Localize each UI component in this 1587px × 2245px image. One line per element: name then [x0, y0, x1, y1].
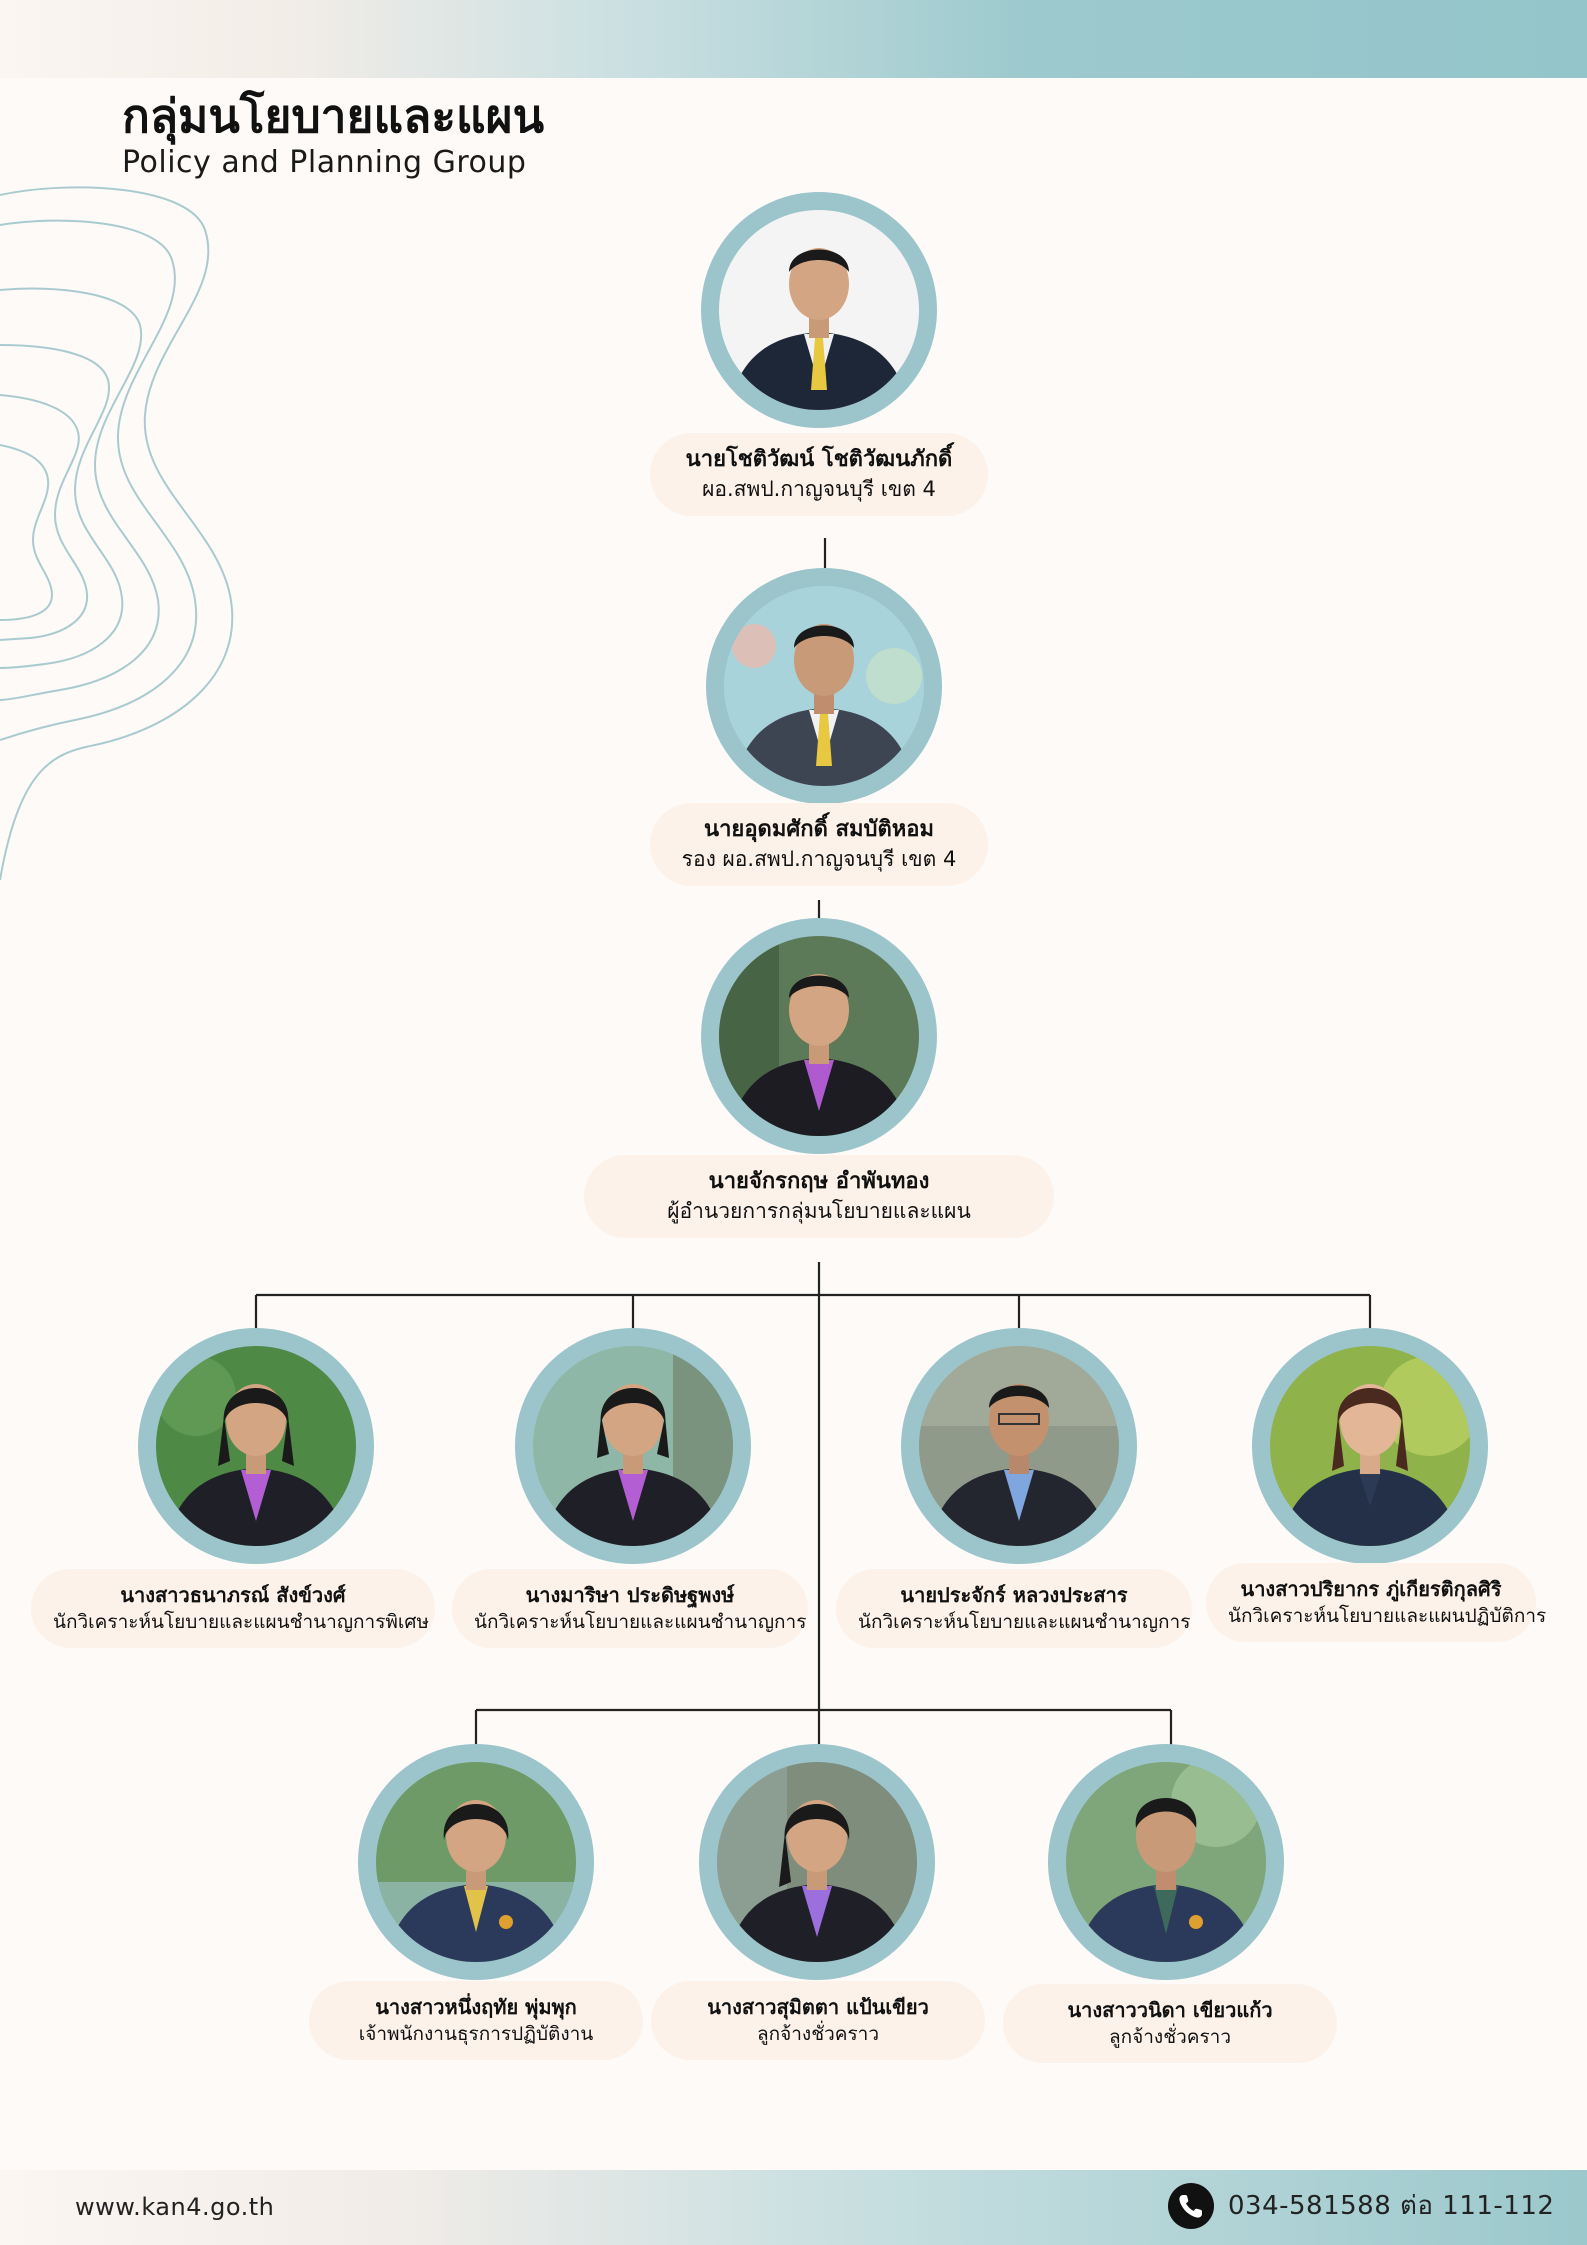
phone-icon	[1168, 2183, 1214, 2229]
portrait-ring	[1252, 1328, 1488, 1564]
person-name: นางสาวปริยากร ภู่เกียรติกุลศิริ	[1240, 1577, 1502, 1601]
person-label-staff-5: นางสาวหนึ่งฤทัย พุ่มพุก เจ้าพนักงานธุรกา…	[309, 1981, 643, 2060]
person-role: รอง ผอ.สพป.กาญจนบุรี เขต 4	[681, 847, 957, 871]
person-name: นางมาริษา ประดิษฐพงษ์	[525, 1583, 735, 1607]
person-role: นักวิเคราะห์นโยบายและแผนชำนาญการ	[474, 1611, 807, 1633]
person-name: นายจักรกฤษ อำพันทอง	[708, 1169, 930, 1194]
page-subtitle: Policy and Planning Group	[122, 145, 527, 180]
portrait-photo	[719, 210, 919, 410]
person-label-group-head: นายจักรกฤษ อำพันทอง ผู้อำนวยการกลุ่มนโยบ…	[584, 1155, 1054, 1238]
person-label-staff-3: นายประจักร์ หลวงประสาร นักวิเคราะห์นโยบา…	[836, 1569, 1192, 1648]
portrait-photo	[919, 1346, 1119, 1546]
portrait-photo	[717, 1762, 917, 1962]
person-label-deputy-director: นายอุดมศักดิ์ สมบัติหอม รอง ผอ.สพป.กาญจน…	[650, 803, 988, 886]
portrait-ring	[515, 1328, 751, 1564]
person-role: ผู้อำนวยการกลุ่มนโยบายและแผน	[667, 1199, 971, 1223]
person-role: นักวิเคราะห์นโยบายและแผนชำนาญการ	[858, 1611, 1191, 1633]
website-link[interactable]: www.kan4.go.th	[75, 2193, 275, 2221]
phone-number: 034-581588 ต่อ 111-112	[1228, 2191, 1555, 2221]
portrait-photo	[719, 936, 919, 1136]
person-label-staff-2: นางมาริษา ประดิษฐพงษ์ นักวิเคราะห์นโยบาย…	[452, 1569, 808, 1648]
contour-lines-decoration	[0, 186, 234, 880]
person-role: เจ้าพนักงานธุรการปฏิบัติงาน	[358, 2023, 594, 2045]
person-label-staff-4: นางสาวปริยากร ภู่เกียรติกุลศิริ นักวิเคร…	[1206, 1563, 1547, 1642]
portrait-photo	[1270, 1346, 1470, 1546]
person-role: ผอ.สพป.กาญจนบุรี เขต 4	[702, 477, 936, 501]
portrait-photo	[1066, 1762, 1266, 1962]
person-name: นางสาววนิดา เขียวแก้ว	[1067, 1998, 1273, 2022]
person-label-staff-7: นางสาววนิดา เขียวแก้ว ลูกจ้างชั่วคราว	[1003, 1984, 1337, 2063]
portrait-photo	[533, 1346, 733, 1546]
portrait-ring	[701, 192, 937, 428]
person-name: นายอุดมศักดิ์ สมบัติหอม	[704, 817, 934, 842]
person-role: ลูกจ้างชั่วคราว	[756, 2023, 880, 2045]
portrait-ring	[706, 568, 942, 804]
portrait-photo	[156, 1346, 356, 1546]
person-label-staff-6: นางสาวสุมิตตา แป้นเขียว ลูกจ้างชั่วคราว	[651, 1981, 985, 2060]
person-label-director: นายโชติวัฒน์ โชติวัฒนภักดิ์ ผอ.สพป.กาญจน…	[650, 433, 988, 516]
person-name: นางสาวสุมิตตา แป้นเขียว	[707, 1995, 929, 2019]
person-name: นางสาวหนึ่งฤทัย พุ่มพุก	[375, 1995, 577, 2019]
person-name: นางสาวธนาภรณ์ สังข์วงศ์	[120, 1583, 346, 1607]
portrait-ring	[358, 1744, 594, 1980]
portrait-ring	[699, 1744, 935, 1980]
person-name: นายประจักร์ หลวงประสาร	[900, 1583, 1128, 1607]
header-band	[0, 0, 1587, 78]
person-name: นายโชติวัฒน์ โชติวัฒนภักดิ์	[685, 447, 953, 472]
portrait-photo	[724, 586, 924, 786]
person-role: นักวิเคราะห์นโยบายและแผนปฏิบัติการ	[1228, 1605, 1547, 1627]
person-role: นักวิเคราะห์นโยบายและแผนชำนาญการพิเศษ	[53, 1611, 430, 1633]
person-label-staff-1: นางสาวธนาภรณ์ สังข์วงศ์ นักวิเคราะห์นโยบ…	[31, 1569, 435, 1648]
portrait-ring	[1048, 1744, 1284, 1980]
portrait-ring	[901, 1328, 1137, 1564]
page-title: กลุ่มนโยบายและแผน	[122, 89, 545, 143]
footer-band	[0, 2170, 1587, 2245]
portrait-photo	[376, 1762, 576, 1962]
person-role: ลูกจ้างชั่วคราว	[1108, 2026, 1232, 2048]
portrait-ring	[138, 1328, 374, 1564]
portrait-ring	[701, 918, 937, 1154]
